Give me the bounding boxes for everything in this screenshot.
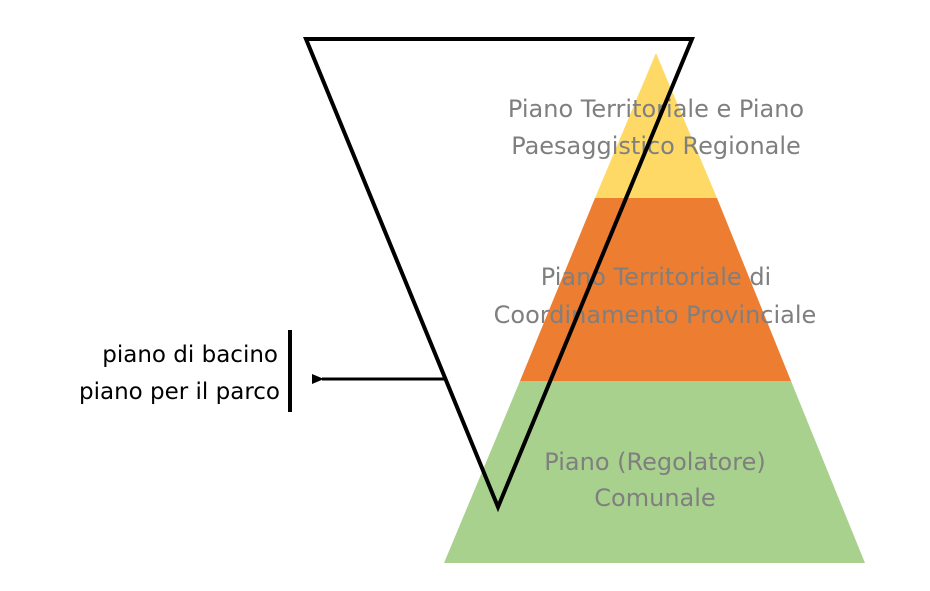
tier-label-provincial-line1: Piano Territoriale di <box>541 263 771 291</box>
side-label-basin-plan: piano di bacino <box>102 342 278 368</box>
tier-label-regional-line1: Piano Territoriale e Piano <box>508 95 804 123</box>
tier-label-municipal-line2: Comunale <box>594 484 715 512</box>
inverted-triangle-outline <box>303 37 695 513</box>
tier-label-municipal-line1: Piano (Regolatore) <box>544 448 765 476</box>
pyramid-tier-municipal <box>444 381 865 563</box>
tier-label-provincial-line2: Coordinamento Provinciale <box>494 301 817 329</box>
side-label-park-plan: piano per il parco <box>79 379 280 405</box>
pyramid-tier-provincial <box>520 198 791 381</box>
tier-label-regional-line2: Paesaggistico Regionale <box>511 132 801 160</box>
